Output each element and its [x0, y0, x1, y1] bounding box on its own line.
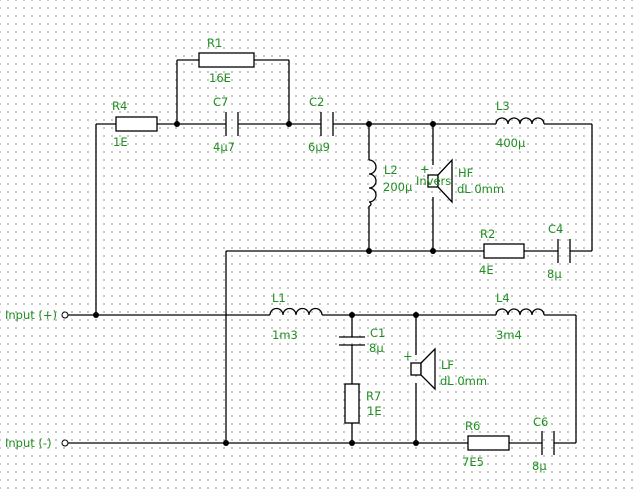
resistor-r4[interactable]	[115, 116, 158, 132]
c7-value: 4µ7	[213, 140, 235, 154]
c2-name: C2	[309, 95, 324, 109]
lf-level: dL 0mm	[440, 374, 487, 388]
l4-value: 3m4	[496, 328, 522, 342]
speaker-lf[interactable]	[410, 347, 436, 391]
hf-invert-note: Invers	[416, 174, 451, 188]
capacitor-c1[interactable]	[339, 336, 365, 346]
hf-name: HF	[458, 166, 473, 180]
input-plus-label: Input (+)	[5, 308, 57, 322]
c6-value: 8µ	[532, 459, 547, 473]
speaker-hf[interactable]	[427, 158, 453, 204]
r4-value: 1E	[113, 135, 128, 149]
r6-value: 7E5	[462, 455, 484, 469]
junction-nodes	[93, 121, 436, 446]
l4-name: L4	[496, 291, 510, 305]
c7-name: C7	[213, 95, 228, 109]
resistor-r6[interactable]	[467, 435, 510, 451]
inductor-l3[interactable]	[495, 117, 545, 125]
r4-name: R4	[112, 99, 127, 113]
input-plus-terminal[interactable]	[61, 311, 69, 319]
capacitor-c2[interactable]	[320, 112, 334, 136]
l1-name: L1	[272, 291, 286, 305]
resistor-r1[interactable]	[198, 52, 255, 68]
wires	[68, 59, 593, 444]
l3-name: L3	[496, 99, 510, 113]
capacitor-c7[interactable]	[225, 112, 239, 136]
r1-name: R1	[207, 36, 222, 50]
r1-value: 16E	[209, 71, 231, 85]
lf-name: LF	[441, 358, 454, 372]
inductor-l4[interactable]	[495, 308, 545, 316]
inductor-l1[interactable]	[269, 307, 323, 316]
l2-name: L2	[384, 163, 398, 177]
c1-value: 8µ	[369, 341, 384, 355]
inductor-l2[interactable]	[368, 159, 377, 207]
resistor-r7[interactable]	[344, 383, 360, 424]
capacitor-c4[interactable]	[557, 239, 571, 263]
r2-value: 4E	[479, 263, 494, 277]
l1-value: 1m3	[272, 328, 298, 342]
c4-name: C4	[548, 222, 563, 236]
c1-name: C1	[370, 326, 385, 340]
l2-value: 200µ	[383, 180, 413, 194]
input-minus-terminal[interactable]	[61, 439, 69, 447]
r6-name: R6	[465, 419, 480, 433]
input-minus-label: Input (-)	[5, 436, 52, 450]
capacitor-c6[interactable]	[541, 431, 555, 455]
hf-polarity: +	[420, 162, 430, 176]
c4-value: 8µ	[547, 267, 562, 281]
c6-name: C6	[533, 415, 548, 429]
hf-level: dL 0mm	[457, 182, 504, 196]
c2-value: 6µ9	[308, 140, 330, 154]
r7-value: 1E	[367, 404, 382, 418]
lf-polarity: +	[403, 349, 413, 363]
l3-value: 400µ	[496, 136, 526, 150]
r2-name: R2	[480, 227, 495, 241]
resistor-r2[interactable]	[483, 243, 525, 259]
r7-name: R7	[366, 389, 381, 403]
